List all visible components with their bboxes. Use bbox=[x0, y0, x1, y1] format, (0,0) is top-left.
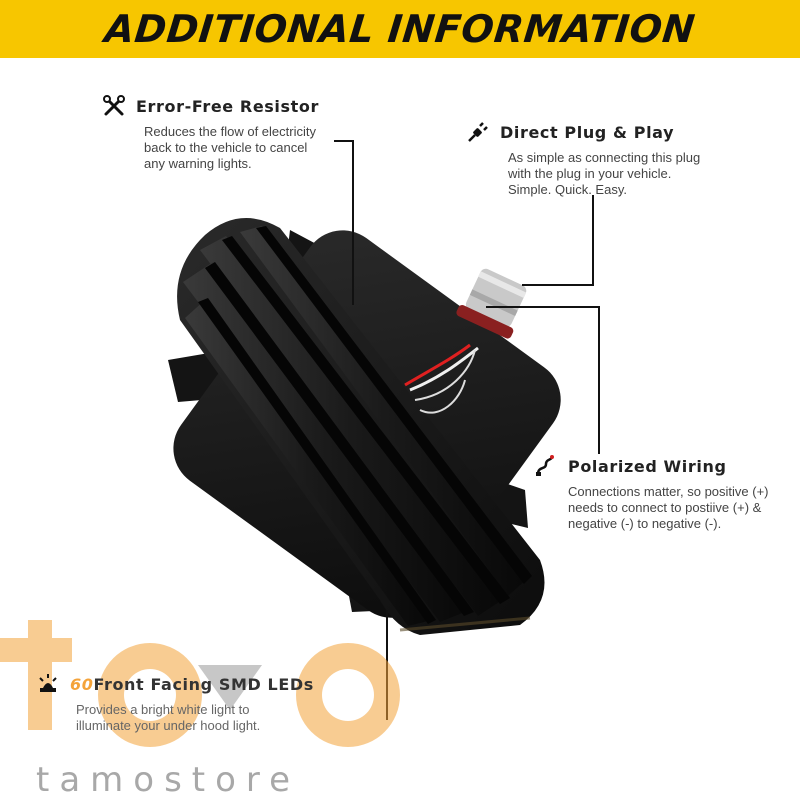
feature-desc-resistor: Reduces the flow of electricity back to … bbox=[144, 124, 316, 171]
feature-title-resistor: Error-Free Resistor bbox=[136, 96, 319, 116]
light-icon bbox=[36, 672, 60, 696]
watermark-logo bbox=[0, 620, 400, 747]
callout-line-wiring-h bbox=[486, 306, 600, 308]
tools-icon bbox=[102, 94, 126, 118]
header-banner: ADDITIONAL INFORMATION bbox=[0, 0, 800, 58]
feature-resistor: Error-Free Resistor Reduces the flow of … bbox=[102, 94, 319, 172]
callout-line-plug bbox=[592, 195, 594, 285]
feature-title-plug: Direct Plug & Play bbox=[500, 122, 675, 142]
feature-desc-wiring: Connections matter, so positive (+) need… bbox=[568, 484, 769, 531]
feature-title-leds-count: 60 bbox=[70, 674, 94, 694]
wire-icon bbox=[534, 454, 558, 478]
feature-title-leds: Front Facing SMD LEDs bbox=[93, 674, 314, 694]
watermark-text: tamostore bbox=[36, 760, 301, 800]
feature-leds: 60Front Facing SMD LEDs Provides a brigh… bbox=[36, 672, 314, 734]
callout-line-wiring bbox=[598, 306, 600, 454]
feature-desc-plug: As simple as connecting this plug with t… bbox=[508, 150, 701, 197]
callout-line-resistor-v bbox=[352, 140, 354, 305]
feature-plug: Direct Plug & Play As simple as connecti… bbox=[466, 120, 700, 198]
feature-title-wiring: Polarized Wiring bbox=[568, 456, 727, 476]
plug-icon bbox=[466, 120, 490, 144]
callout-line-resistor bbox=[334, 140, 354, 142]
feature-desc-leds: Provides a bright white light to illumin… bbox=[76, 702, 261, 733]
callout-line-plug-h bbox=[522, 284, 594, 286]
feature-wiring: Polarized Wiring Connections matter, so … bbox=[534, 454, 769, 532]
